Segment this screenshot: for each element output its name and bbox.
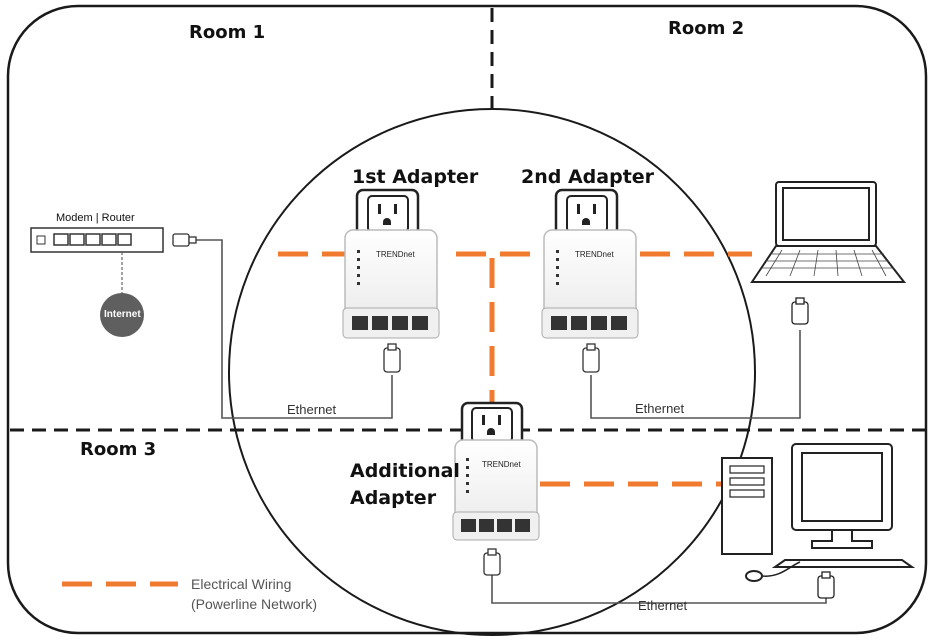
ethernet-label-room1: Ethernet (287, 402, 337, 417)
modem-router-label: Modem | Router (56, 212, 135, 224)
internet-label: Internet (104, 309, 141, 320)
first-adapter-label: 1st Adapter (352, 166, 479, 188)
powerline-circle (228, 108, 756, 636)
room-2-label: Room 2 (668, 18, 745, 39)
modem-router (30, 227, 164, 295)
additional-adapter-label-line1: Additional (350, 460, 460, 482)
room-3-label: Room 3 (80, 439, 157, 460)
second-adapter-label: 2nd Adapter (521, 166, 655, 188)
desktop-computer (721, 443, 916, 599)
laptop (750, 181, 907, 325)
ethernet-label-room2: Ethernet (635, 401, 685, 416)
legend-line1: Electrical Wiring (191, 576, 292, 592)
powerline-wiring (278, 251, 752, 487)
legend-line2: (Powerline Network) (191, 596, 318, 612)
ethernet-label-room3: Ethernet (638, 598, 688, 613)
router-ethernet-plug (172, 233, 197, 247)
first-adapter-brand: TRENDnet (376, 250, 415, 259)
additional-adapter-brand: TRENDnet (482, 460, 521, 469)
ethernet-cables (196, 239, 827, 604)
second-adapter-brand: TRENDnet (575, 250, 614, 259)
additional-adapter-label-line2: Adapter (350, 487, 437, 509)
room-1-label: Room 1 (189, 22, 266, 43)
internet-globe (100, 293, 144, 337)
first-adapter-device (342, 188, 440, 373)
second-adapter-device (541, 188, 639, 373)
additional-adapter-device (452, 401, 540, 576)
